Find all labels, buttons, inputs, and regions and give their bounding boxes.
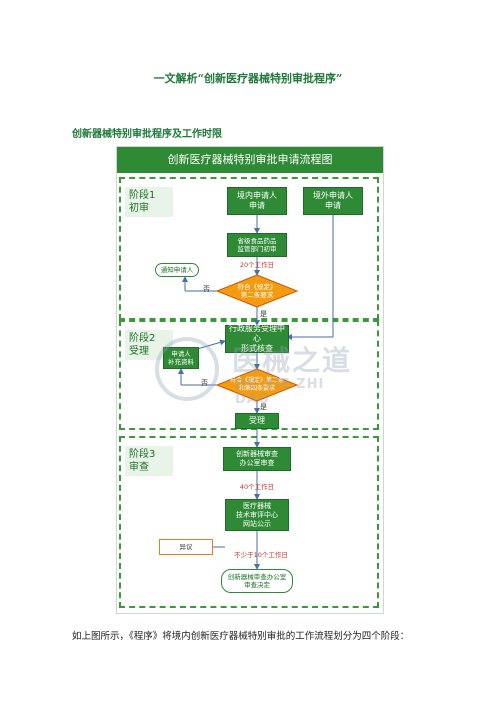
stage-1-number: 阶段1: [129, 190, 156, 201]
check1-no-label: 否: [203, 285, 210, 293]
check2-label: 符合《规定》第二条 和第四条要求: [219, 377, 295, 393]
section-heading: 创新器械特别审批程序及工作时限: [72, 129, 222, 140]
document-title: 一文解析“创新医疗器械特别审批程序”: [153, 72, 343, 85]
provincial-dept-box: 省级食品药品监管部门初审: [227, 233, 287, 257]
flow-connectors: [178, 215, 334, 570]
check1-diamond: [215, 274, 299, 308]
body-paragraph: 如上图所示，《程序》将境内创新医疗器械特别审批的工作流程划分为四个阶段：: [72, 631, 410, 642]
check1-yes-label: 是: [260, 310, 267, 318]
check2-yes-label: 是: [260, 403, 267, 411]
check1-line2: 第二条要求: [240, 291, 274, 299]
check1-line1: 符合《规定》: [237, 283, 277, 291]
provincial-dept-line1: 省级食品药品: [237, 237, 277, 245]
admin-center-box: 行政服务受理中心形式核查: [225, 324, 289, 353]
note-40-days: 40个工作日: [239, 483, 275, 491]
foreign-applicant-line1: 境外申请人: [313, 191, 353, 200]
domestic-applicant-line1: 境内申请人: [237, 191, 277, 200]
foreign-applicant-line2: 申请: [325, 201, 341, 210]
notify-applicant-box: 通知申请人: [155, 263, 199, 277]
stage-1-name: 初审: [129, 203, 149, 214]
stage-2-name: 受理: [129, 346, 149, 357]
provincial-dept-line2: 监管部门初审: [237, 245, 277, 253]
check2-line2: 和第四条要求: [238, 385, 275, 392]
supplement-line1: 申请人: [171, 350, 191, 358]
foreign-applicant-box: 境外申请人申请: [303, 187, 363, 215]
stage-3-number: 阶段3: [129, 449, 156, 460]
flowchart-title: 创新医疗器械特别审批申请流程图: [117, 147, 383, 173]
stage-3-label: 阶段3 审查: [125, 446, 173, 476]
stage-3-name: 审查: [129, 462, 149, 473]
domestic-applicant-line2: 申请: [249, 201, 265, 210]
device-center-line3: 网站公示: [243, 519, 271, 528]
admin-center-line1: 行政服务受理中心: [229, 324, 285, 343]
review-office-line1: 创新器械审查: [236, 450, 278, 458]
stage-2-number: 阶段2: [129, 333, 156, 344]
admin-center-line2: 形式核查: [241, 344, 273, 353]
device-center-line1: 医疗器械: [243, 501, 271, 510]
check2-line1: 符合《规定》第二条: [229, 377, 284, 384]
check2-diamond: [215, 368, 299, 402]
decision-line2: 审查决定: [244, 581, 270, 589]
review-office-line2: 办公室审查: [239, 459, 275, 467]
accept-box: 受理: [235, 413, 279, 429]
supplement-box: 申请人补充资料: [163, 347, 199, 369]
decision-line1: 创新器械审查办公室: [227, 573, 287, 581]
review-office-box: 创新器械审查办公室审查: [223, 447, 291, 471]
decision-box: 创新器械审查办公室审查决定: [221, 569, 293, 593]
stage-3-region: 阶段3 审查: [119, 436, 379, 608]
note-20-days: 20个工作日: [239, 261, 275, 269]
device-center-box: 医疗器械技术审评中心网站公示: [225, 499, 289, 531]
note-10-days: 不少于10个工作日: [234, 551, 288, 559]
check1-label: 符合《规定》 第二条要求: [221, 283, 293, 299]
domestic-applicant-box: 境内申请人申请: [227, 187, 287, 215]
supplement-line2: 补充资料: [168, 358, 194, 366]
arrow-supplement-to-admin: [196, 339, 226, 350]
flowchart-figure: 创新医疗器械特别审批申请流程图 阶段1 初审 阶段2 受理 阶段3 审查: [116, 146, 384, 614]
objection-box: 异议: [159, 539, 213, 555]
device-center-line2: 技术审评中心: [236, 510, 278, 519]
stage-1-region: 阶段1 初审: [119, 177, 379, 320]
check2-no-label: 否: [201, 379, 208, 387]
stage-1-label: 阶段1 初审: [125, 187, 173, 217]
